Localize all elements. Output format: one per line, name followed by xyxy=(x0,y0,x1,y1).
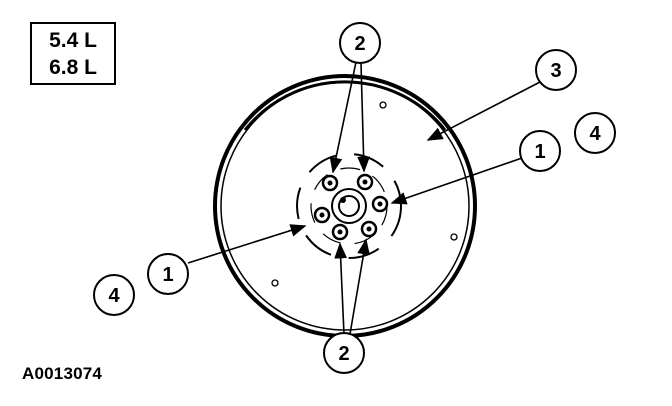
leader-top-2-right xyxy=(357,62,370,173)
callout-3: 3 xyxy=(535,49,577,91)
leader-top-2-left xyxy=(329,61,357,174)
plate-hole-top xyxy=(379,101,387,109)
svg-text:4: 4 xyxy=(108,285,120,307)
bolt-bottom-left xyxy=(331,223,349,241)
svg-text:3: 3 xyxy=(550,60,561,82)
engine-label-5-4: 5.4 L xyxy=(49,28,97,52)
callout-right-4: 4 xyxy=(574,112,616,154)
callout-left-1: 1 xyxy=(147,253,189,295)
engine-size-box: 5.4 L 6.8 L xyxy=(30,22,116,85)
leader-left-1 xyxy=(187,224,307,264)
svg-text:4: 4 xyxy=(589,123,601,145)
flywheel-bolts xyxy=(313,173,389,241)
bolt-top-left xyxy=(321,174,339,192)
bolt-top-right xyxy=(356,173,374,191)
leader-bottom-2-left xyxy=(334,242,348,335)
svg-text:2: 2 xyxy=(338,343,349,365)
callout-right-1: 1 xyxy=(519,130,561,172)
svg-text:2: 2 xyxy=(354,33,365,55)
leader-bottom-2-right xyxy=(349,238,370,335)
callout-bottom-2: 2 xyxy=(323,332,365,374)
figure-id: A0013074 xyxy=(22,364,103,383)
plate-hole-right xyxy=(450,233,458,241)
callout-left-4: 4 xyxy=(93,274,135,316)
center-pilot xyxy=(331,188,367,224)
leader-right-1 xyxy=(390,157,523,205)
bolt-right xyxy=(371,195,389,213)
svg-text:1: 1 xyxy=(162,264,173,286)
bolt-left xyxy=(313,206,331,224)
plate-hole-left xyxy=(271,279,279,287)
engine-label-6-8: 6.8 L xyxy=(49,55,97,79)
leader-lines xyxy=(187,61,541,335)
callout-top-2: 2 xyxy=(339,22,381,64)
svg-text:1: 1 xyxy=(534,141,545,163)
leader-3 xyxy=(426,81,541,141)
bolt-bottom-right xyxy=(360,220,378,238)
